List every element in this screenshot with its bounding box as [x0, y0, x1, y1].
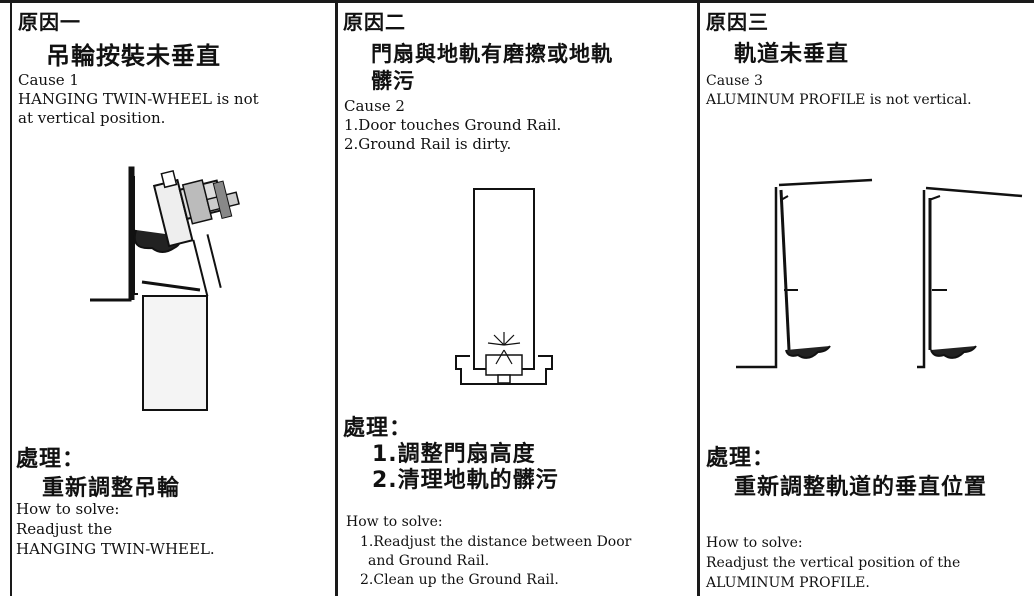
cause-2-title-line-1: 門扇與地軌有磨擦或地軌: [371, 42, 613, 66]
hanging-wheel-diagram: [90, 166, 240, 411]
cause-2-solve-line-1: 1.Readjust the distance between Door: [360, 534, 632, 550]
column-divider-1: [335, 0, 338, 596]
cause-2-solve-label: How to solve:: [346, 514, 443, 530]
cause-1-title: 吊輪按裝未垂直: [46, 42, 221, 70]
cause-2-solve-line-2: and Ground Rail.: [368, 553, 490, 569]
cause-2-solve-line-3: 2.Clean up the Ground Rail.: [360, 572, 559, 588]
cause-1-desc-line-1: HANGING TWIN-WHEEL is not: [18, 90, 259, 108]
top-border: [0, 0, 1034, 3]
cause-1-solve-title: 重新調整吊輪: [42, 476, 181, 501]
cause-1-label: Cause 1: [18, 71, 79, 89]
cause-1-solve-line-2: HANGING TWIN-WHEEL.: [16, 540, 215, 558]
cause-3-solve-heading: 處理：: [706, 446, 776, 471]
cause-2-label: Cause 2: [344, 97, 405, 115]
cause-1-desc-line-2: at vertical position.: [18, 109, 166, 127]
ground-rail-diagram: [455, 188, 553, 385]
cause-2-desc-line-1: 1.Door touches Ground Rail.: [344, 116, 562, 134]
left-border: [10, 0, 12, 596]
cause-3-column: 原因三 軌道未垂直 Cause 3 ALUMINUM PROFILE is no…: [700, 0, 1034, 596]
cause-2-solve-heading: 處理：: [343, 416, 413, 441]
aluminum-profile-diagram: [736, 178, 1023, 369]
cause-2-title-line-2: 髒污: [371, 69, 415, 93]
column-divider-2: [697, 0, 700, 596]
cause-2-desc-line-2: 2.Ground Rail is dirty.: [344, 135, 512, 153]
cause-3-solve-label: How to solve:: [706, 535, 803, 551]
cause-3-title: 軌道未垂直: [734, 42, 850, 67]
cause-1-heading: 原因一: [18, 10, 81, 34]
cause-3-solve-line-1: Readjust the vertical position of the: [706, 555, 961, 571]
cause-1-column: 原因一 吊輪按裝未垂直 Cause 1 HANGING TWIN-WHEEL i…: [12, 0, 334, 596]
cause-2-solve-cn-line-1: 1.調整門扇高度: [372, 442, 536, 467]
cause-2-heading: 原因二: [343, 10, 406, 34]
cause-3-heading: 原因三: [706, 10, 769, 34]
cause-1-solve-label: How to solve:: [16, 500, 120, 518]
cause-3-desc-line-1: ALUMINUM PROFILE is not vertical.: [706, 92, 972, 108]
cause-3-solve-line-2: ALUMINUM PROFILE.: [706, 575, 870, 591]
cause-3-solve-title: 重新調整軌道的垂直位置: [734, 475, 988, 500]
cause-3-label: Cause 3: [706, 73, 763, 89]
cause-2-column: 原因二 門扇與地軌有磨擦或地軌 髒污 Cause 2 1.Door touche…: [338, 0, 696, 596]
cause-1-solve-line-1: Readjust the: [16, 520, 113, 538]
cause-1-solve-heading: 處理：: [16, 447, 86, 472]
cause-2-solve-cn-line-2: 2.清理地軌的髒污: [372, 468, 559, 493]
